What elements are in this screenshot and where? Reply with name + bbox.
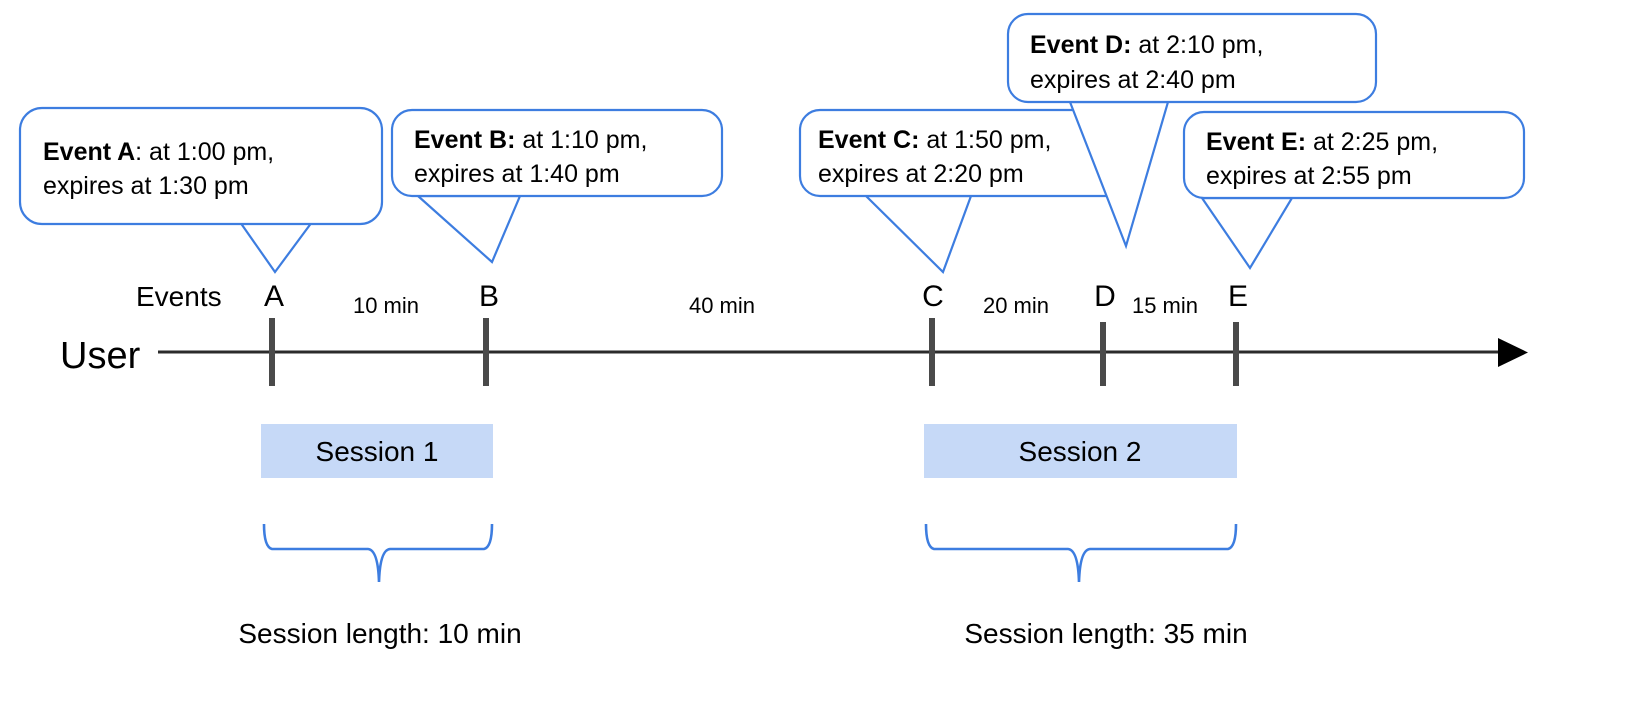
callout-a-rest: : at 1:00 pm, [135,138,274,166]
session-brace-1 [262,523,494,583]
callout-event-a[interactable]: Event A: at 1:00 pm, expires at 1:30 pm [18,106,384,274]
interval-label-ab: 10 min [353,293,419,318]
callout-b-box [390,108,724,198]
user-lane-label: User [60,335,141,377]
callout-d-rest: at 2:10 pm, [1131,31,1263,59]
callout-b-strong: Event B: [414,126,515,154]
session-bar-1[interactable] [261,424,493,478]
callout-event-d[interactable]: Event D: at 2:10 pm, expires at 2:40 pm [1006,12,1378,250]
marker-label-c: C [922,280,944,313]
session-length-label-1: Session length: 10 min [238,618,521,649]
callout-event-e[interactable]: Event E: at 2:25 pm, expires at 2:55 pm [1182,110,1526,271]
marker-label-e: E [1228,280,1248,313]
callout-a-tail [237,220,315,274]
callout-e-rest: at 2:25 pm, [1306,128,1438,156]
callout-d-line2: expires at 2:40 pm [1030,66,1236,94]
callout-c-strong: Event C: [818,126,919,154]
session-label-2: Session 2 [1019,436,1142,467]
callout-c-tail [863,194,973,274]
callout-b-line1: Event B: at 1:10 pm, [414,126,647,154]
callout-b-line2: expires at 1:40 pm [414,160,620,188]
callout-a-line2: expires at 1:30 pm [43,172,249,200]
interval-label-bc: 40 min [689,293,755,318]
callout-d-line1: Event D: at 2:10 pm, [1030,31,1263,59]
interval-label-cd: 20 min [983,293,1049,318]
callout-c-line2: expires at 2:20 pm [818,160,1024,188]
session-length-label-2: Session length: 35 min [964,618,1247,649]
callout-c-line1: Event C: at 1:50 pm, [818,126,1051,154]
callout-a-box [18,106,384,226]
session-label-1: Session 1 [316,436,439,467]
callout-a-line1: Event A: at 1:00 pm, [43,138,274,166]
interval-label-de: 15 min [1132,293,1198,318]
callout-e-tail [1199,196,1294,271]
callout-d-box [1006,12,1378,104]
marker-label-a: A [264,280,284,313]
session-brace-2 [924,523,1238,583]
callout-e-box [1182,110,1526,200]
timeline-arrow-icon [1498,338,1528,367]
session-bar-2[interactable] [924,424,1237,478]
callout-c-rest: at 1:50 pm, [919,126,1051,154]
callout-d-strong: Event D: [1030,31,1131,59]
callout-event-b[interactable]: Event B: at 1:10 pm, expires at 1:40 pm [390,108,724,264]
callout-event-c[interactable]: Event C: at 1:50 pm, expires at 2:20 pm [798,108,1136,274]
callout-a-strong: Event A [43,138,135,166]
callout-e-line2: expires at 2:55 pm [1206,162,1412,190]
events-row-label: Events [136,281,222,312]
marker-label-d: D [1094,280,1116,313]
callout-e-strong: Event E: [1206,128,1306,156]
callout-b-rest: at 1:10 pm, [515,126,647,154]
callout-b-tail [415,194,522,264]
marker-label-b: B [479,280,499,313]
callout-e-line1: Event E: at 2:25 pm, [1206,128,1438,156]
